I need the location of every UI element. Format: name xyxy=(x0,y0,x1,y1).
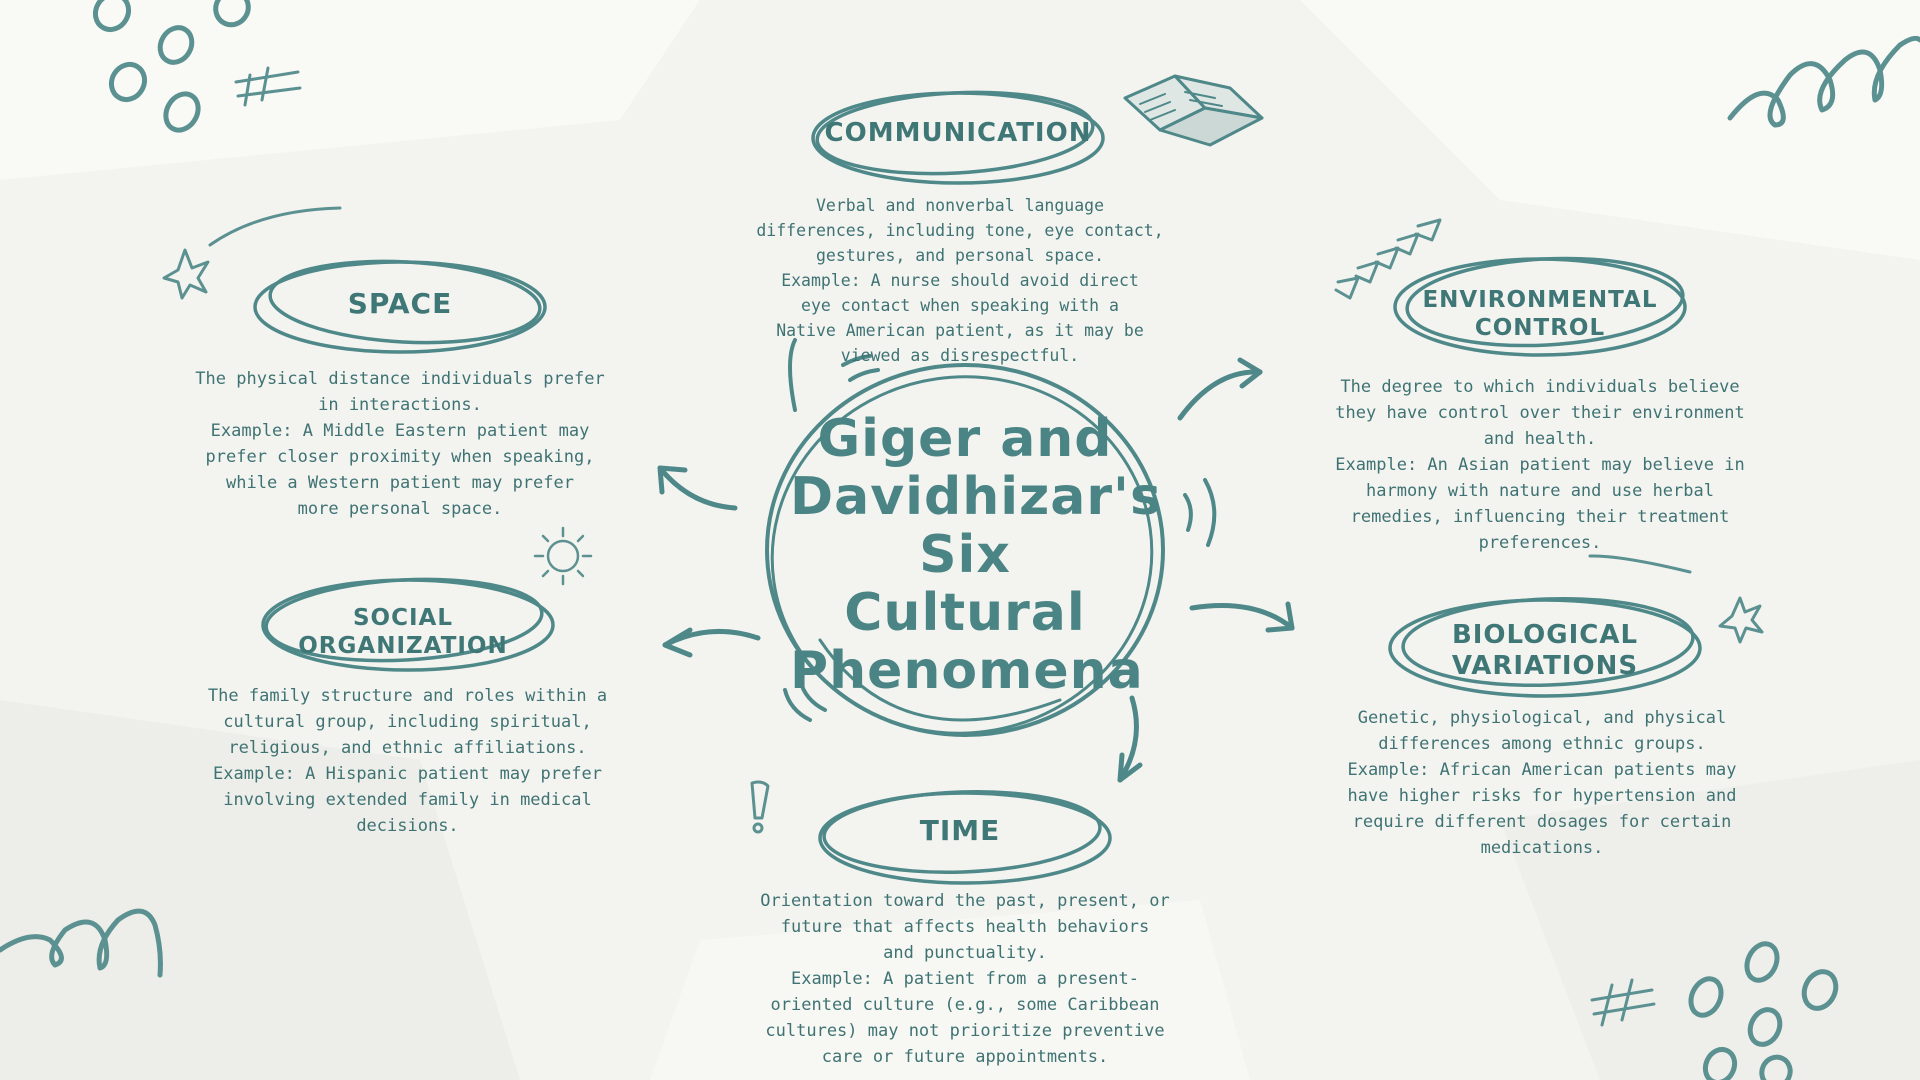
desc-line: eye contact when speaking with a xyxy=(801,296,1119,315)
title-line-1: Giger and xyxy=(817,409,1113,469)
space-bubble xyxy=(253,259,547,354)
social-organization-label-line: ORGANIZATION xyxy=(298,633,508,659)
desc-line: viewed as disrespectful. xyxy=(840,346,1080,365)
desc-line: gestures, and personal space. xyxy=(815,246,1105,265)
desc-line: Example: A nurse should avoid direct xyxy=(781,271,1139,290)
desc-line: involving extended family in medical xyxy=(223,790,592,810)
desc-line: medications. xyxy=(1480,838,1604,858)
sun-icon xyxy=(533,526,593,586)
chevron-arrows-icon xyxy=(1334,218,1442,300)
desc-line: remedies, influencing their treatment xyxy=(1350,507,1730,527)
star-icon xyxy=(1588,554,1764,644)
desc-line: and health. xyxy=(1483,429,1597,449)
diagram-title: Giger and Davidhizar's Six Cultural Phen… xyxy=(790,409,1162,701)
social-organization-bubble xyxy=(261,577,555,672)
desc-line: Genetic, physiological, and physical xyxy=(1357,708,1727,728)
desc-line: cultural group, including spiritual, xyxy=(223,712,592,732)
loop-doodle xyxy=(0,908,163,978)
communication-description: Verbal and nonverbal language difference… xyxy=(730,193,1190,368)
star-icon xyxy=(162,206,342,300)
desc-line: more personal space. xyxy=(297,499,503,519)
hash-doodle xyxy=(1590,978,1656,1027)
desc-line: in interactions. xyxy=(318,395,482,415)
center-circle xyxy=(765,363,1165,737)
title-line-4: Phenomena xyxy=(790,641,1144,701)
arrow-to-environmental-control xyxy=(1177,357,1263,421)
desc-line: care or future appointments. xyxy=(821,1047,1109,1067)
arrow-to-biological-variations xyxy=(1189,601,1295,633)
desc-line: differences, including tone, eye contact… xyxy=(756,221,1164,240)
arrow-to-social-organization xyxy=(662,627,761,658)
desc-line: while a Western patient may prefer xyxy=(226,473,574,493)
desc-line: Example: African American patients may xyxy=(1347,760,1737,780)
desc-line: harmony with nature and use herbal xyxy=(1366,481,1714,501)
social-organization-label: SOCIAL ORGANIZATION xyxy=(283,604,523,660)
desc-line: religious, and ethnic affiliations. xyxy=(228,738,587,758)
arrow-to-time xyxy=(1117,695,1143,783)
biological-variations-bubble xyxy=(1388,596,1702,698)
loop-doodle xyxy=(1727,35,1920,128)
space-description: The physical distance individuals prefer… xyxy=(175,366,625,522)
desc-line: they have control over their environment xyxy=(1335,403,1745,423)
desc-line: Example: A patient from a present- xyxy=(791,969,1139,989)
environmental-control-description: The degree to which individuals believe … xyxy=(1305,374,1775,556)
communication-label-text: COMMUNICATION xyxy=(824,118,1092,148)
desc-line: Orientation toward the past, present, or xyxy=(760,891,1170,911)
desc-line: future that affects health behaviors xyxy=(780,917,1150,937)
space-label-text: SPACE xyxy=(347,287,453,320)
desc-line: Example: A Middle Eastern patient may xyxy=(210,421,590,441)
social-organization-description: The family structure and roles within a … xyxy=(180,683,635,839)
desc-line: differences among ethnic groups. xyxy=(1378,734,1706,754)
open-book-icon xyxy=(1123,74,1264,147)
space-label: SPACE xyxy=(300,288,500,320)
title-line-3: Six Cultural xyxy=(844,525,1086,643)
biological-variations-label-line: VARIATIONS xyxy=(1451,651,1639,681)
desc-line: and punctuality. xyxy=(883,943,1047,963)
biological-variations-label-line: BIOLOGICAL xyxy=(1451,620,1639,650)
time-description: Orientation toward the past, present, or… xyxy=(735,888,1195,1070)
environmental-control-label: ENVIRONMENTAL CONTROL xyxy=(1410,286,1670,342)
title-line-2: Davidhizar's xyxy=(790,467,1162,527)
environmental-control-label-line: CONTROL xyxy=(1474,315,1606,341)
desc-line: have higher risks for hypertension and xyxy=(1347,786,1737,806)
communication-bubble xyxy=(811,90,1105,185)
desc-line: decisions. xyxy=(356,816,459,836)
desc-line: The physical distance individuals prefer xyxy=(195,369,605,389)
circle-doodles xyxy=(1688,941,1839,1080)
communication-label: COMMUNICATION xyxy=(818,118,1098,148)
time-label: TIME xyxy=(880,815,1040,847)
biological-variations-label: BIOLOGICAL VARIATIONS xyxy=(1420,620,1670,682)
sound-wave-lines xyxy=(783,338,1217,722)
desc-line: Example: A Hispanic patient may prefer xyxy=(213,764,602,784)
hash-doodle xyxy=(234,66,302,107)
desc-line: The family structure and roles within a xyxy=(207,686,608,706)
desc-line: preferences. xyxy=(1478,533,1602,553)
desc-line: Example: An Asian patient may believe in xyxy=(1335,455,1745,475)
desc-line: Verbal and nonverbal language xyxy=(815,196,1105,215)
desc-line: cultures) may not prioritize preventive xyxy=(765,1021,1165,1041)
circle-doodles xyxy=(92,0,251,133)
biological-variations-description: Genetic, physiological, and physical dif… xyxy=(1312,705,1772,861)
exclamation-icon xyxy=(750,780,770,834)
time-label-text: TIME xyxy=(919,814,1001,847)
time-bubble xyxy=(818,789,1112,885)
arrow-to-space xyxy=(657,465,738,511)
desc-line: require different dosages for certain xyxy=(1352,812,1732,832)
desc-line: oriented culture (e.g., some Caribbean xyxy=(770,995,1160,1015)
social-organization-label-line: SOCIAL xyxy=(352,605,453,631)
desc-line: Native American patient, as it may be xyxy=(776,321,1144,340)
desc-line: The degree to which individuals believe xyxy=(1340,377,1740,397)
environmental-control-label-line: ENVIRONMENTAL xyxy=(1422,287,1658,313)
desc-line: prefer closer proximity when speaking, xyxy=(205,447,595,467)
environmental-control-bubble xyxy=(1393,256,1687,357)
